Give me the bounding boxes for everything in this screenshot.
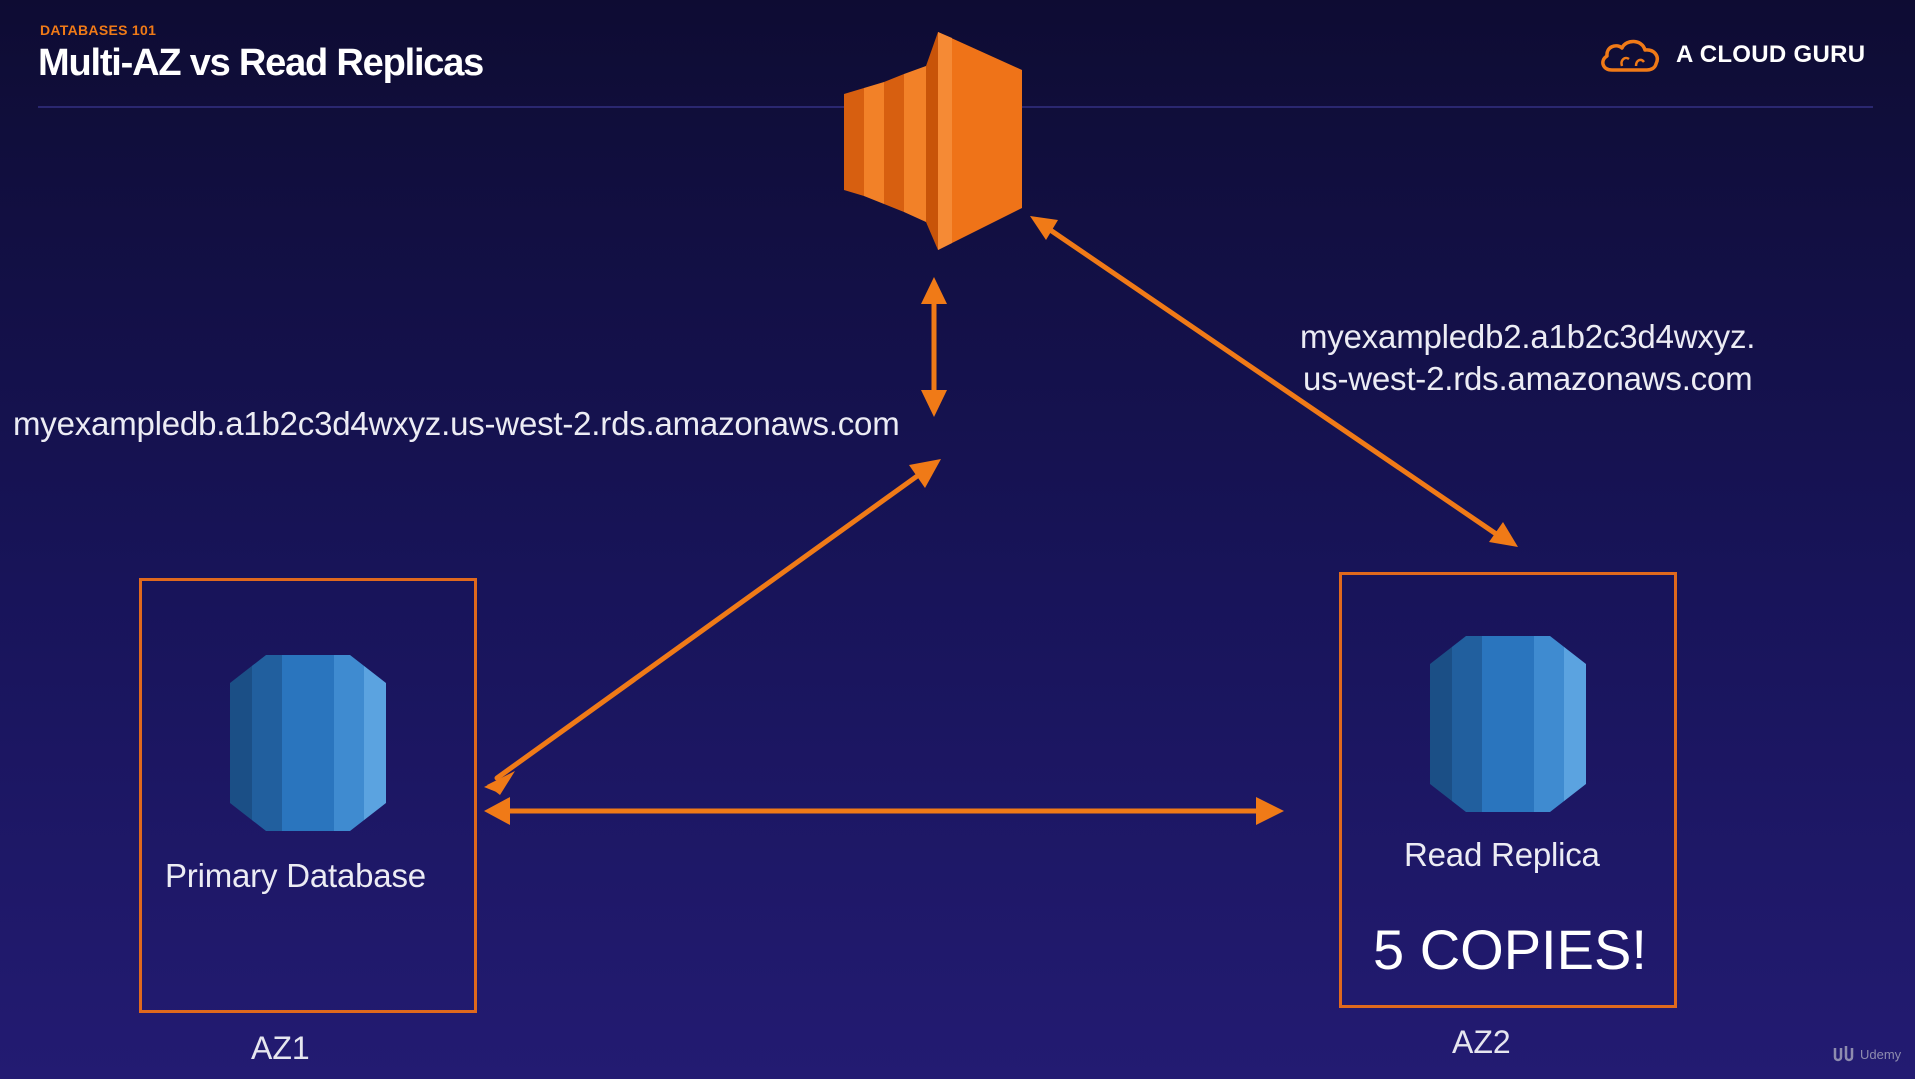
rds-database-icon [1430, 636, 1586, 812]
read-replica-label: Read Replica [1404, 836, 1600, 873]
replica-copies-label: 5 COPIES! [1373, 918, 1647, 981]
replica-endpoint-line2: us-west-2.rds.amazonaws.com [1303, 360, 1753, 397]
brand-name: A CLOUD GURU [1676, 41, 1866, 68]
az1-label: AZ1 [251, 1030, 310, 1066]
ec2-instance-icon [844, 32, 1022, 250]
udemy-watermark: Udemy [1832, 1044, 1901, 1064]
ec2-to-replica-arrow [1037, 220, 1508, 543]
slide-title: Multi-AZ vs Read Replicas [38, 42, 484, 84]
brand-logo: A CLOUD GURU [1598, 36, 1865, 74]
primary-endpoint-label: myexampledb.a1b2c3d4wxyz.us-west-2.rds.a… [13, 405, 900, 442]
replica-az-box [1339, 572, 1677, 1008]
rds-database-icon [230, 655, 386, 831]
cloud-logo-icon [1601, 39, 1659, 72]
primary-to-endpoint-arrow [494, 466, 930, 781]
primary-az-box [139, 578, 477, 1013]
udemy-logo-icon [1833, 1046, 1854, 1062]
section-kicker: DATABASES 101 [40, 22, 157, 38]
replica-endpoint-line1: myexampledb2.a1b2c3d4wxyz. [1300, 318, 1756, 355]
primary-database-label: Primary Database [165, 857, 426, 894]
udemy-label: Udemy [1860, 1046, 1902, 1062]
az2-label: AZ2 [1452, 1024, 1511, 1060]
